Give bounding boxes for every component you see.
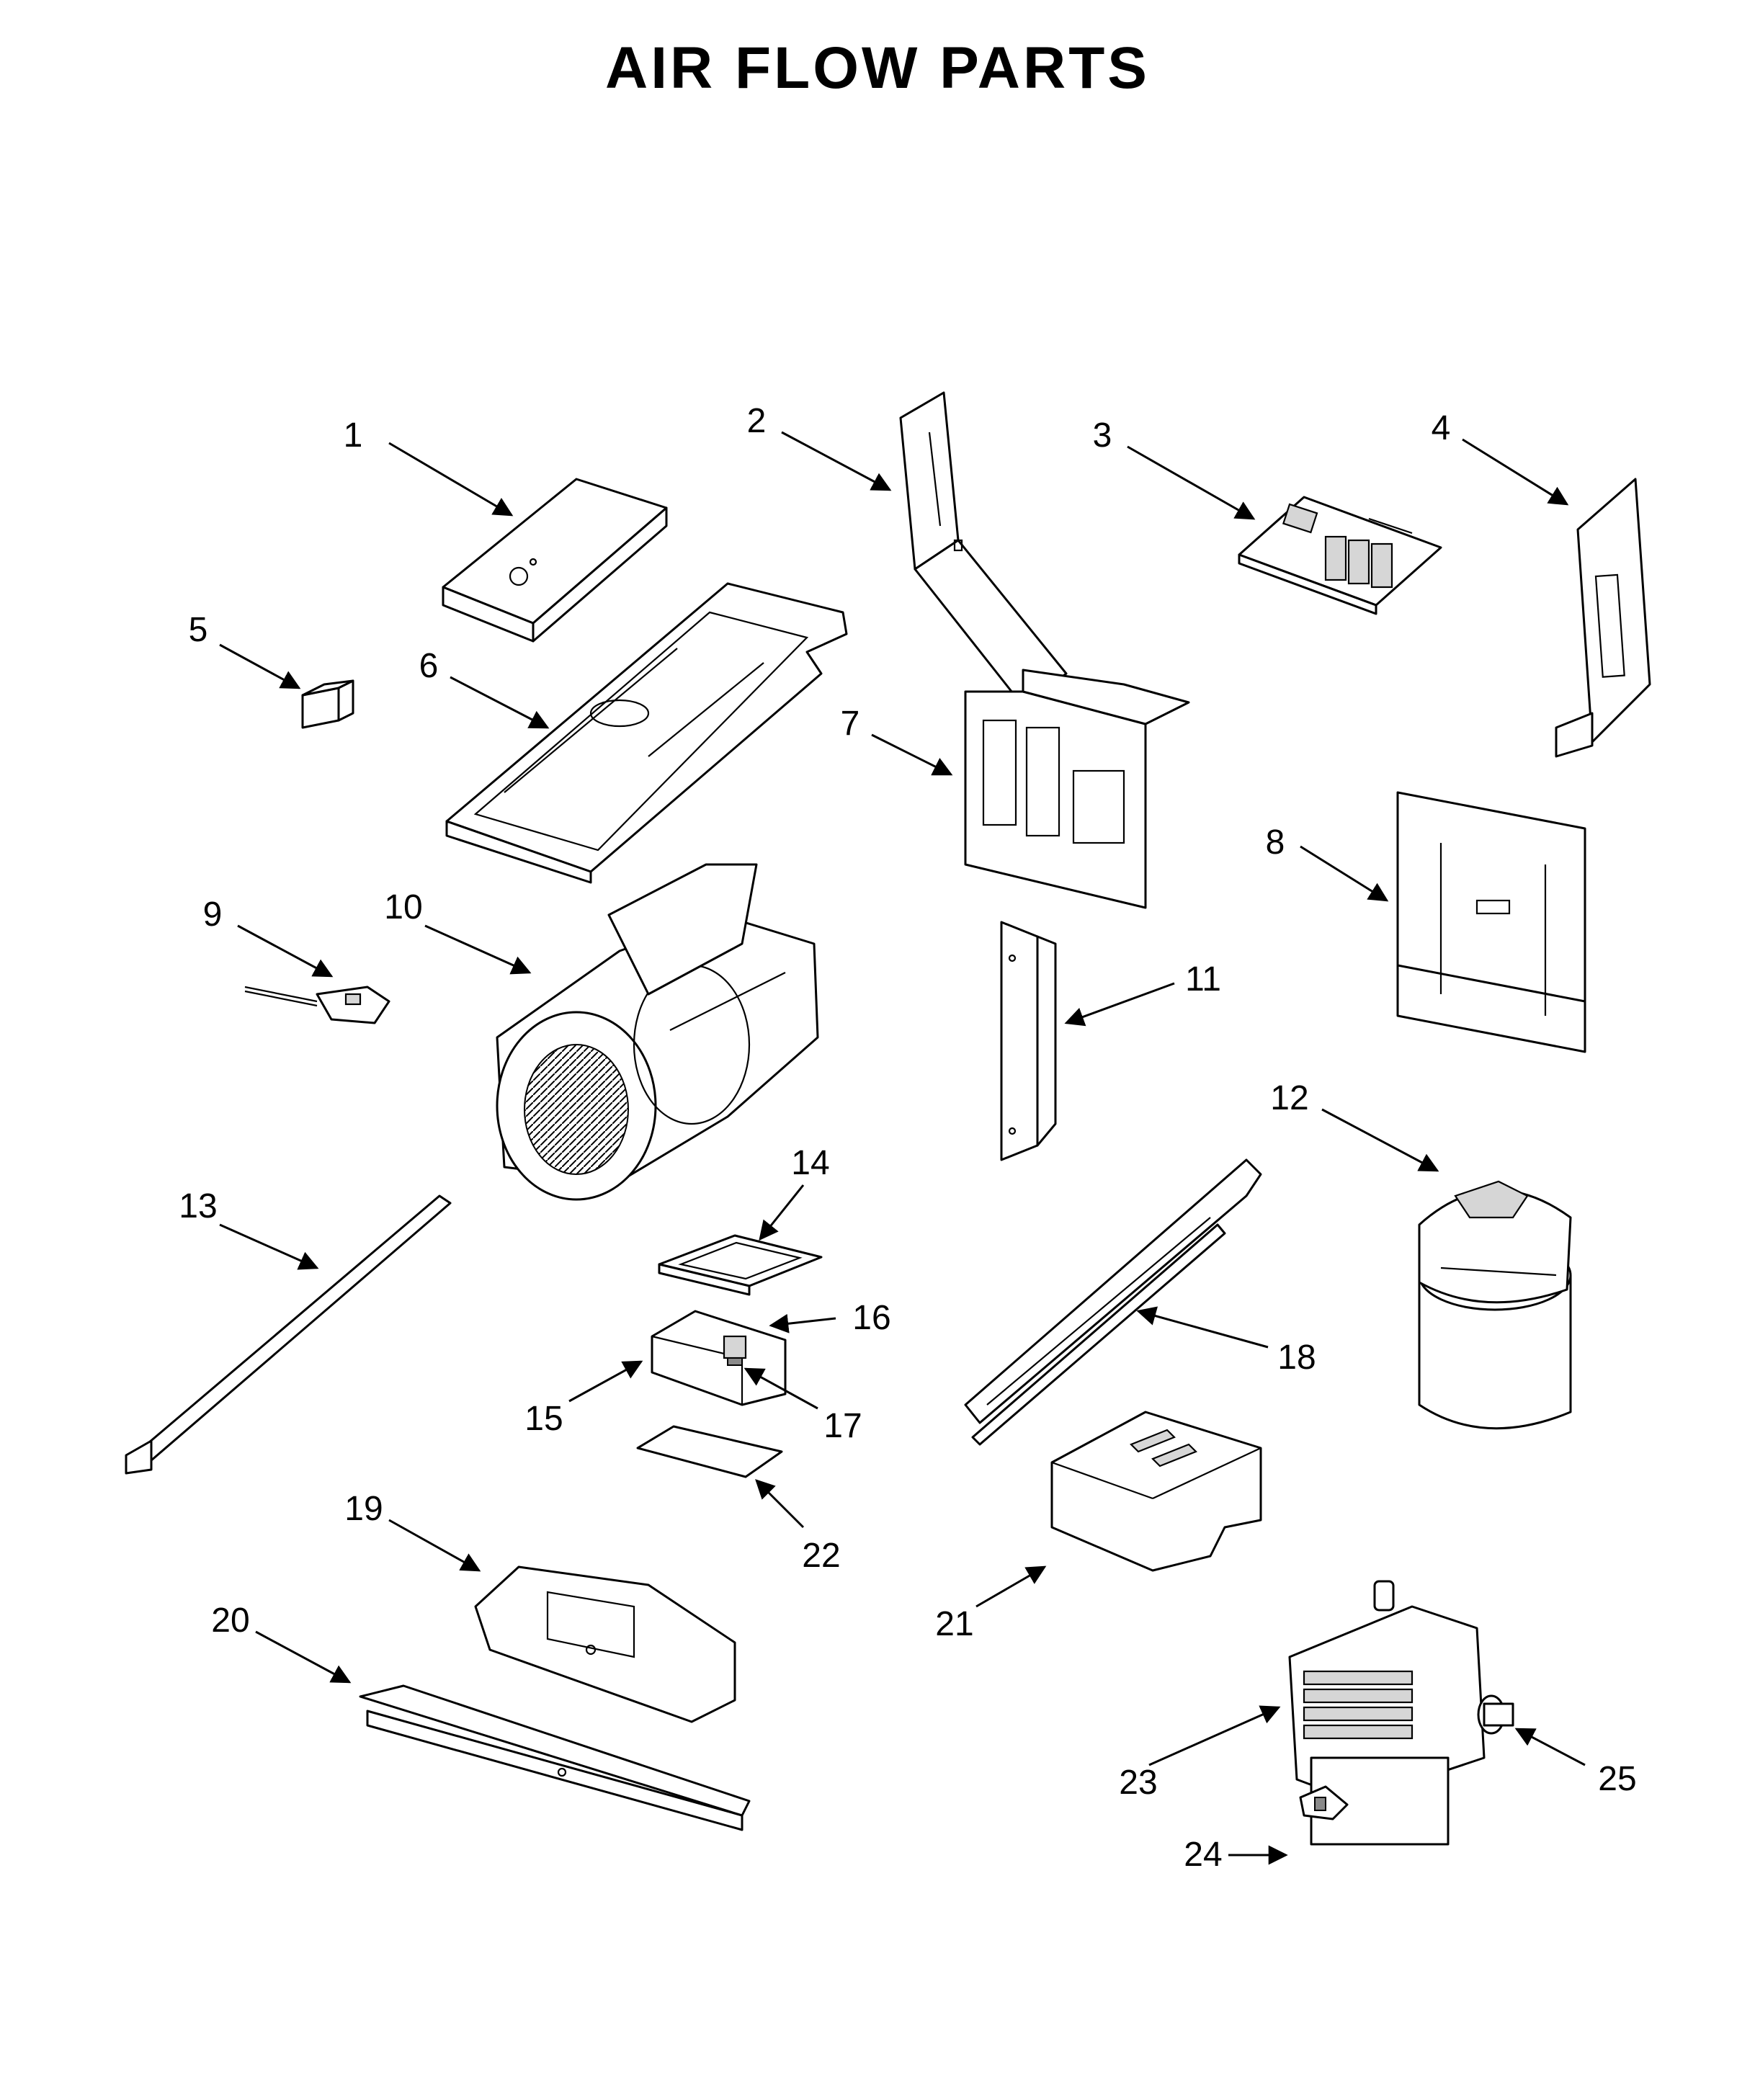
callout-13: 13 (179, 1187, 217, 1225)
leader-23 (1148, 1705, 1281, 1766)
callout-14: 14 (791, 1144, 829, 1182)
leader-16 (769, 1313, 836, 1333)
leader-19 (388, 1519, 481, 1572)
part-25-antenna (1477, 1694, 1514, 1735)
leader-20 (255, 1630, 352, 1684)
part-4-side-panel (1555, 478, 1651, 758)
part-14-filter (658, 1234, 823, 1296)
part-5-thermal-cutout (301, 679, 354, 729)
part-15-switch-box (651, 1310, 787, 1406)
part-3-control-board (1238, 496, 1442, 615)
part-18-channel (964, 1158, 1262, 1446)
callout-15: 15 (524, 1400, 563, 1438)
callout-8: 8 (1266, 823, 1285, 862)
leader-5 (219, 643, 301, 689)
part-20-plate (359, 1684, 751, 1831)
part-12-magnetron-motor (1418, 1180, 1572, 1430)
callout-19: 19 (344, 1490, 383, 1528)
callout-11: 11 (1185, 960, 1221, 998)
callout-labels: 1 2 3 4 5 6 7 8 9 10 11 12 13 14 15 16 1… (179, 402, 1636, 1874)
callout-24: 24 (1184, 1836, 1222, 1874)
part-2-bracket (899, 391, 1068, 707)
leader-lines (219, 431, 1586, 1865)
leader-7 (871, 733, 953, 776)
callout-25: 25 (1598, 1760, 1636, 1798)
leader-2 (781, 431, 892, 491)
part-9-sensor (244, 986, 390, 1024)
leader-14 (759, 1184, 805, 1241)
callout-9: 9 (203, 895, 223, 934)
leader-13 (219, 1223, 319, 1270)
callout-17: 17 (823, 1407, 862, 1445)
leader-4 (1462, 438, 1569, 506)
part-24-clip (1299, 1785, 1349, 1820)
callout-12: 12 (1270, 1079, 1308, 1117)
callout-16: 16 (852, 1299, 890, 1337)
part-6-air-duct (445, 582, 848, 884)
page-title: AIR FLOW PARTS (605, 35, 1150, 101)
part-22-gasket (636, 1425, 783, 1478)
part-19-bracket (474, 1565, 736, 1723)
leader-12 (1321, 1108, 1439, 1172)
part-13-rod (125, 1194, 452, 1475)
part-8-rear-panel (1396, 791, 1586, 1053)
callout-4: 4 (1432, 409, 1451, 447)
callout-5: 5 (189, 611, 208, 649)
leader-10 (424, 924, 532, 975)
leader-22 (755, 1479, 805, 1529)
part-7-inner-panel (964, 669, 1190, 909)
callout-20: 20 (211, 1601, 249, 1640)
part-21-mount (1050, 1411, 1262, 1572)
leader-25 (1514, 1728, 1586, 1766)
leader-8 (1300, 845, 1389, 902)
leader-6 (450, 676, 550, 729)
callout-23: 23 (1119, 1764, 1157, 1802)
leader-11 (1064, 982, 1175, 1027)
callout-18: 18 (1277, 1339, 1316, 1377)
leader-9 (237, 924, 334, 978)
callout-21: 21 (935, 1605, 973, 1643)
callout-7: 7 (841, 705, 860, 743)
leader-15 (568, 1360, 643, 1403)
leader-18 (1136, 1306, 1269, 1349)
leader-21 (975, 1565, 1047, 1608)
callout-22: 22 (802, 1537, 840, 1575)
leader-1 (388, 442, 514, 517)
callout-3: 3 (1093, 416, 1112, 455)
callout-10: 10 (384, 888, 422, 926)
callout-2: 2 (747, 402, 767, 440)
callout-6: 6 (419, 647, 439, 685)
leader-3 (1127, 445, 1256, 520)
part-17-switch (723, 1335, 747, 1366)
leader-17 (743, 1367, 818, 1410)
part-1-cover (442, 478, 668, 643)
callout-1: 1 (344, 416, 363, 455)
part-10-blower (496, 863, 819, 1201)
part-11-vertical-strip (1000, 921, 1057, 1161)
